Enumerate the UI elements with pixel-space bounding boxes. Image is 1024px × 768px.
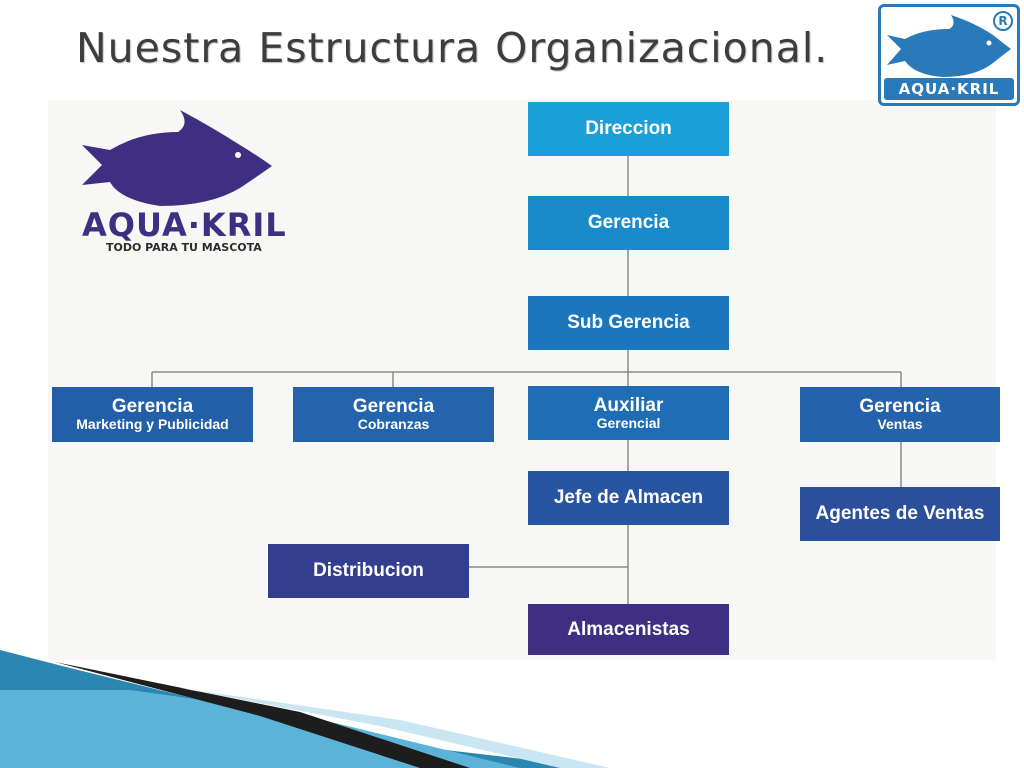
node-agentes-ventas-label: Agentes de Ventas xyxy=(815,503,985,525)
left-logo-wordmark: AQUA·KRIL xyxy=(82,206,287,244)
node-sub-gerencia-label: Sub Gerencia xyxy=(567,312,690,334)
node-distribucion-label: Distribucion xyxy=(313,560,424,582)
node-sub-gerencia: Sub Gerencia xyxy=(528,296,729,350)
slide-title: Nuestra Estructura Organizacional. xyxy=(76,24,829,72)
node-gerencia-marketing: Gerencia Marketing y Publicidad xyxy=(52,387,253,442)
node-agentes-ventas: Agentes de Ventas xyxy=(800,487,1000,541)
node-gerencia-cobranzas-label: Gerencia xyxy=(352,396,435,418)
node-jefe-almacen-label: Jefe de Almacen xyxy=(553,487,704,509)
node-gerencia: Gerencia xyxy=(528,196,729,250)
node-gerencia-ventas-label: Gerencia xyxy=(859,396,941,418)
node-gerencia-label: Gerencia xyxy=(587,212,670,234)
node-gerencia-marketing-label: Gerencia xyxy=(111,396,194,418)
top-right-logo-wordmark: AQUA·KRIL xyxy=(884,78,1014,100)
node-direccion-label: Direccion xyxy=(585,118,672,140)
node-auxiliar-gerencial-label: Auxiliar xyxy=(593,394,664,416)
node-almacenistas-label: Almacenistas xyxy=(567,618,690,640)
node-gerencia-cobranzas: Gerencia Cobranzas xyxy=(293,387,494,442)
fish-icon xyxy=(887,15,1011,77)
node-gerencia-ventas-sub: Ventas xyxy=(877,416,923,433)
node-almacenistas: Almacenistas xyxy=(528,604,729,655)
aquakril-logo-left: AQUA·KRIL TODO PARA TU MASCOTA xyxy=(80,110,286,260)
aquakril-logo-top-right: R AQUA·KRIL xyxy=(878,4,1020,106)
left-logo-tagline: TODO PARA TU MASCOTA xyxy=(106,241,262,254)
registered-mark: R xyxy=(993,11,1013,31)
fish-icon xyxy=(82,110,272,206)
node-direccion: Direccion xyxy=(528,102,729,156)
node-gerencia-cobranzas-sub: Cobranzas xyxy=(357,416,430,433)
node-auxiliar-gerencial-sub: Gerencial xyxy=(596,414,661,431)
node-jefe-almacen: Jefe de Almacen xyxy=(528,471,729,525)
node-gerencia-ventas: Gerencia Ventas xyxy=(800,387,1000,442)
node-gerencia-marketing-sub: Marketing y Publicidad xyxy=(76,416,229,433)
node-auxiliar-gerencial: Auxiliar Gerencial xyxy=(528,386,729,440)
node-distribucion: Distribucion xyxy=(268,544,469,598)
